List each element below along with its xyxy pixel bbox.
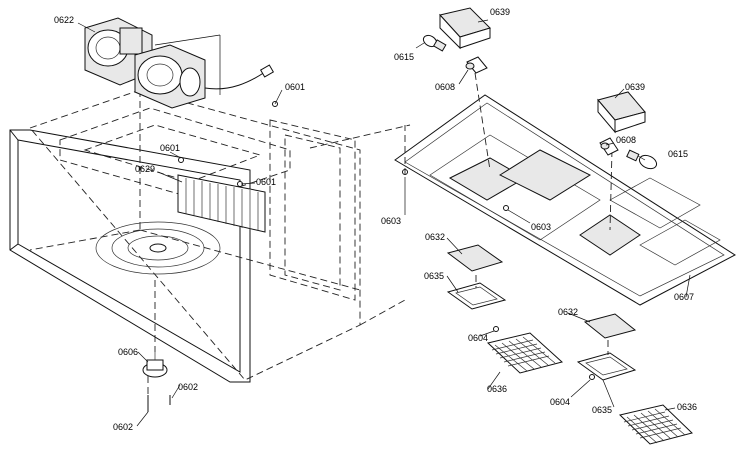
frame-0635-left (446, 282, 507, 310)
bracket-0639-right (597, 91, 646, 231)
callout-0622: 0622 (54, 15, 74, 25)
callout-0639-right: 0639 (625, 82, 645, 92)
callout-0608-right: 0608 (616, 135, 636, 145)
turntable-area (95, 221, 221, 275)
callout-0635-left: 0635 (424, 271, 444, 281)
blower-motor-0622 (84, 17, 275, 109)
filter-0636-left (486, 332, 564, 374)
bulb-0615-top (422, 34, 447, 52)
callout-0601-top: 0601 (285, 82, 305, 92)
frame-0635-right (576, 352, 637, 381)
screws-right (402, 125, 595, 380)
callout-0601-right: 0601 (256, 177, 276, 187)
base-plate-assembly (394, 7, 736, 445)
callout-0608-top: 0608 (435, 82, 455, 92)
callout-0636-left: 0636 (487, 384, 507, 394)
callout-0606: 0606 (118, 347, 138, 357)
bracket-0639-top (439, 7, 491, 50)
cavity-outline (29, 89, 361, 381)
projection-line-lower (359, 299, 406, 326)
base-plate-0607 (394, 94, 736, 306)
callout-0604-left: 0604 (468, 333, 488, 343)
callout-0603-mid: 0603 (531, 222, 551, 232)
front-frame (9, 129, 251, 383)
bulb-0615-right (626, 149, 658, 170)
projection-line-upper (309, 124, 411, 149)
callout-0636-right: 0636 (677, 402, 697, 412)
filter-0636-right (618, 404, 693, 445)
callout-0602-bottom: 0602 (113, 422, 133, 432)
callout-0607: 0607 (674, 292, 694, 302)
callout-0632-left: 0632 (425, 232, 445, 242)
callout-0604-right: 0604 (550, 397, 570, 407)
callout-0615-right: 0615 (668, 149, 688, 159)
callout-0635-right: 0635 (592, 405, 612, 415)
grille-0629 (177, 174, 266, 233)
callout-0629: 0629 (135, 164, 155, 174)
callout-0639-top: 0639 (490, 7, 510, 17)
callout-labels: 0622 0601 0601 0629 0601 0606 0602 0602 … (54, 7, 697, 432)
leader-lines (77, 19, 691, 427)
callout-0601-mid: 0601 (160, 143, 180, 153)
screws-left (178, 101, 278, 187)
motor-0606 (142, 280, 171, 412)
callout-0632-right: 0632 (558, 307, 578, 317)
callout-0603-left: 0603 (381, 216, 401, 226)
callout-0602-right: 0602 (178, 382, 198, 392)
cover-0632-left (446, 244, 504, 272)
cover-0632-right (583, 313, 637, 339)
socket-0608-top (465, 56, 491, 171)
cavity-assembly (9, 17, 411, 412)
callout-0615-top: 0615 (394, 52, 414, 62)
